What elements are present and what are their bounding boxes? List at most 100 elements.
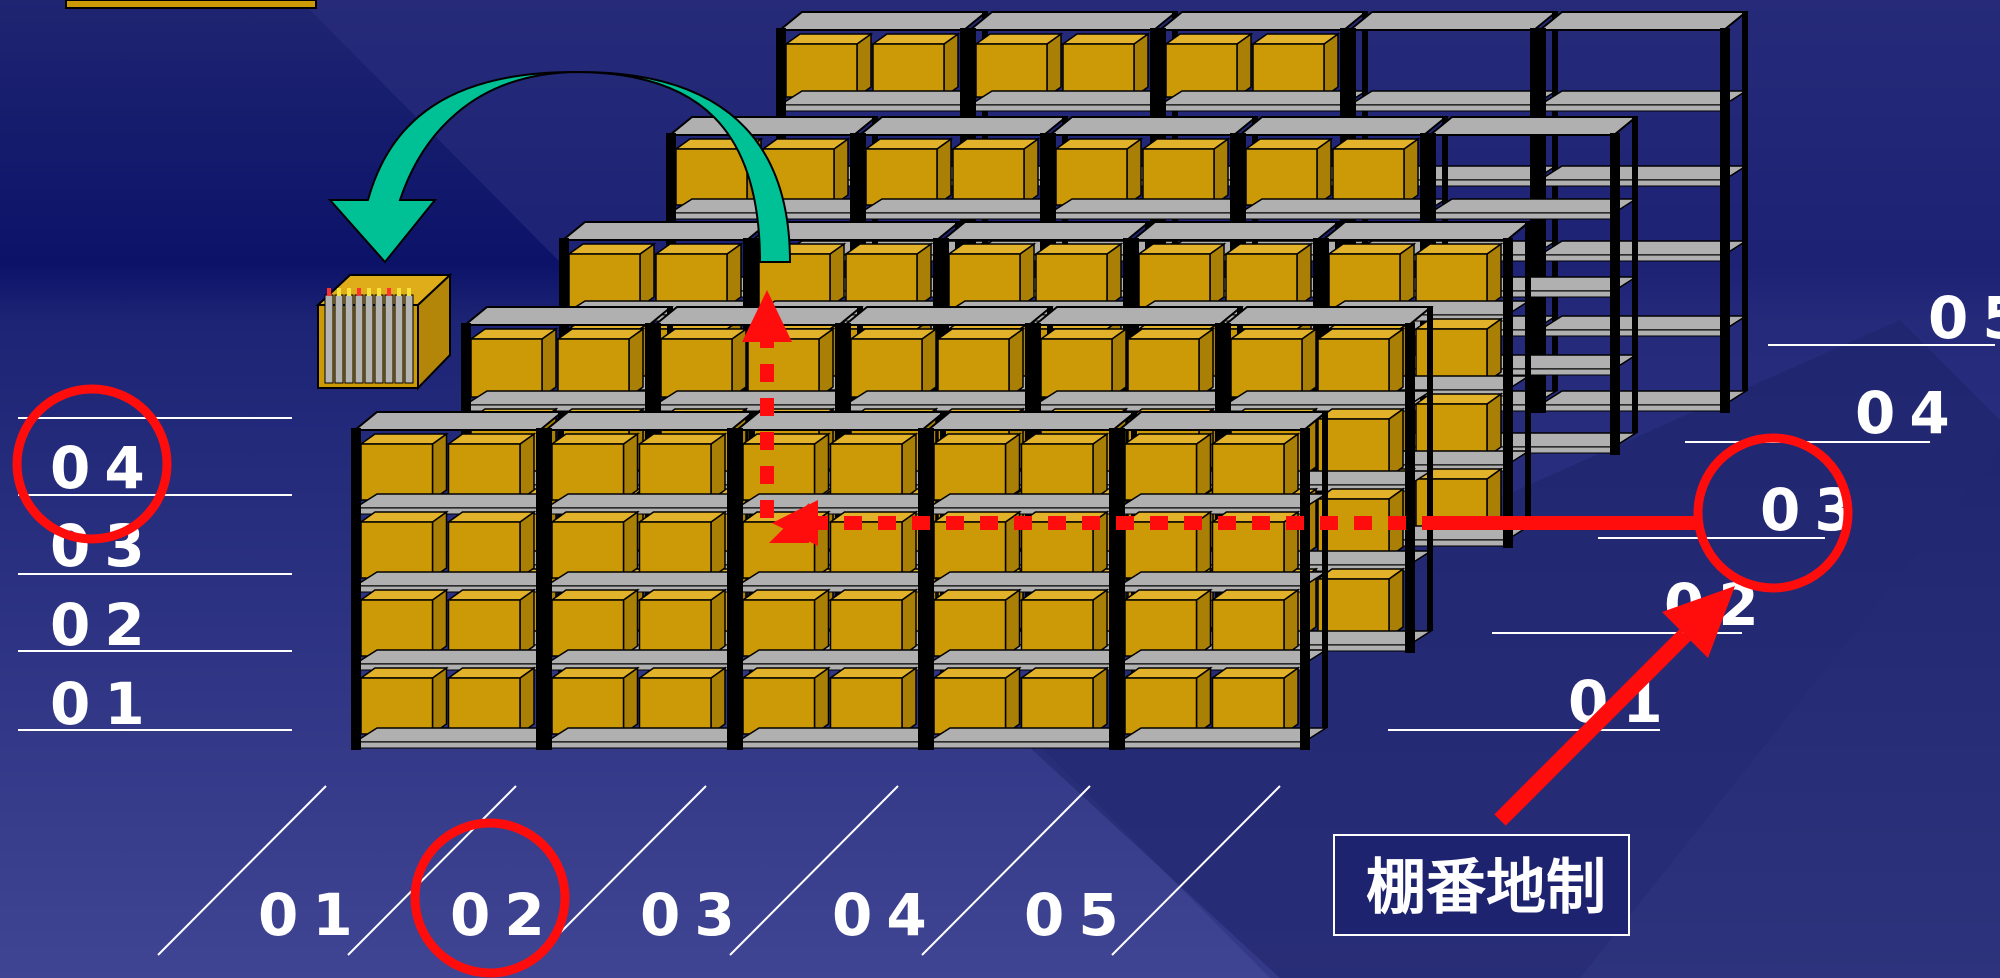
- box-side: [1198, 327, 1214, 399]
- box-top: [1315, 488, 1406, 500]
- shelf-edge: [1159, 104, 1345, 112]
- box-top: [863, 138, 954, 150]
- box-top: [358, 511, 449, 523]
- box-top: [931, 433, 1022, 445]
- box-side: [818, 327, 834, 399]
- box-side: [1092, 666, 1108, 736]
- shelf-board: [352, 493, 565, 509]
- shelf-board: [925, 649, 1138, 665]
- shelf-top: [967, 11, 1179, 31]
- box-front: [1211, 599, 1285, 657]
- box-side: [1106, 242, 1122, 309]
- shelf-edge: [354, 741, 541, 749]
- post: [351, 428, 361, 750]
- row-line: [347, 785, 517, 956]
- depth-label-04: 04: [1855, 379, 1964, 447]
- box-top: [935, 328, 1026, 340]
- box-top: [1038, 328, 1129, 340]
- shelf-board: [925, 571, 1138, 587]
- box-top: [946, 243, 1037, 255]
- box-side: [813, 432, 830, 502]
- box-side: [1316, 137, 1332, 207]
- file-folder: [324, 294, 334, 384]
- box-top: [1019, 589, 1110, 601]
- box-front: [447, 521, 521, 579]
- box-top: [549, 589, 640, 601]
- rack-layer-5-section: [1536, 11, 1749, 413]
- box-front: [1328, 253, 1401, 308]
- post: [1109, 428, 1119, 750]
- post: [1530, 28, 1540, 413]
- file-tab: [407, 288, 411, 296]
- box-front: [568, 253, 641, 308]
- box-side: [541, 327, 557, 399]
- box-front: [872, 43, 945, 98]
- box-front: [850, 338, 923, 398]
- shelf-board: [1537, 240, 1749, 256]
- box-top: [1033, 243, 1124, 255]
- box-side: [1004, 588, 1021, 658]
- box-top: [358, 667, 449, 679]
- shelf-top: [1130, 221, 1342, 241]
- post: [960, 28, 970, 413]
- box-side: [622, 666, 639, 736]
- box-front: [1211, 443, 1285, 501]
- box-side: [901, 588, 917, 658]
- file-folder: [354, 294, 364, 384]
- shelf-edge: [1049, 212, 1235, 220]
- file-box-icon: [315, 272, 453, 391]
- box-front: [1138, 253, 1211, 308]
- box-front: [948, 253, 1021, 308]
- box-front: [829, 599, 903, 657]
- background-diagonal-shade: [1000, 320, 2000, 978]
- box-front: [933, 599, 1007, 657]
- shelf-edge: [779, 104, 965, 112]
- level-lines: [18, 417, 292, 731]
- box-front: [1332, 148, 1405, 206]
- post: [733, 428, 743, 750]
- row-lines: [157, 785, 1281, 956]
- rack-layer-1-section: [924, 411, 1138, 750]
- box-side: [1008, 327, 1024, 399]
- shelf-board: [1047, 198, 1259, 214]
- box-side: [1486, 317, 1502, 384]
- shelf-top: [1347, 11, 1559, 31]
- box-front: [551, 677, 625, 735]
- shelf-top: [925, 411, 1138, 431]
- shelf-board: [1157, 90, 1369, 106]
- level-label-02: 02: [50, 591, 159, 659]
- box-side: [813, 666, 830, 736]
- post: [966, 28, 976, 413]
- box-front: [933, 677, 1007, 735]
- post: [1503, 238, 1513, 548]
- box-side: [1004, 666, 1021, 736]
- box-top: [637, 511, 728, 523]
- shelf-board: [352, 649, 565, 665]
- box-side: [1195, 432, 1212, 502]
- box-top: [931, 667, 1022, 679]
- row-line: [1111, 785, 1281, 956]
- shelf-board: [734, 571, 947, 587]
- box-top: [740, 667, 831, 679]
- shelf-top: [560, 221, 772, 241]
- box-side: [936, 137, 952, 207]
- box-front: [360, 677, 434, 735]
- post: [1300, 428, 1310, 750]
- box-top: [740, 433, 831, 445]
- box-side: [1486, 392, 1502, 459]
- box-top: [658, 328, 749, 340]
- pointer-arrow-icon: [1494, 586, 1735, 826]
- box-front: [1062, 43, 1135, 98]
- box-side: [1111, 327, 1127, 399]
- box-side: [710, 588, 726, 658]
- box-side: [1399, 242, 1415, 309]
- highlight-circle-depth: [1693, 433, 1853, 593]
- box-side: [431, 666, 448, 736]
- post: [1610, 133, 1620, 455]
- rack-layer-1-section: [733, 411, 947, 750]
- box-top: [1210, 667, 1301, 679]
- post: [1427, 307, 1433, 631]
- file-tab: [327, 288, 331, 296]
- box-top: [1122, 433, 1213, 445]
- box-front: [1165, 43, 1238, 98]
